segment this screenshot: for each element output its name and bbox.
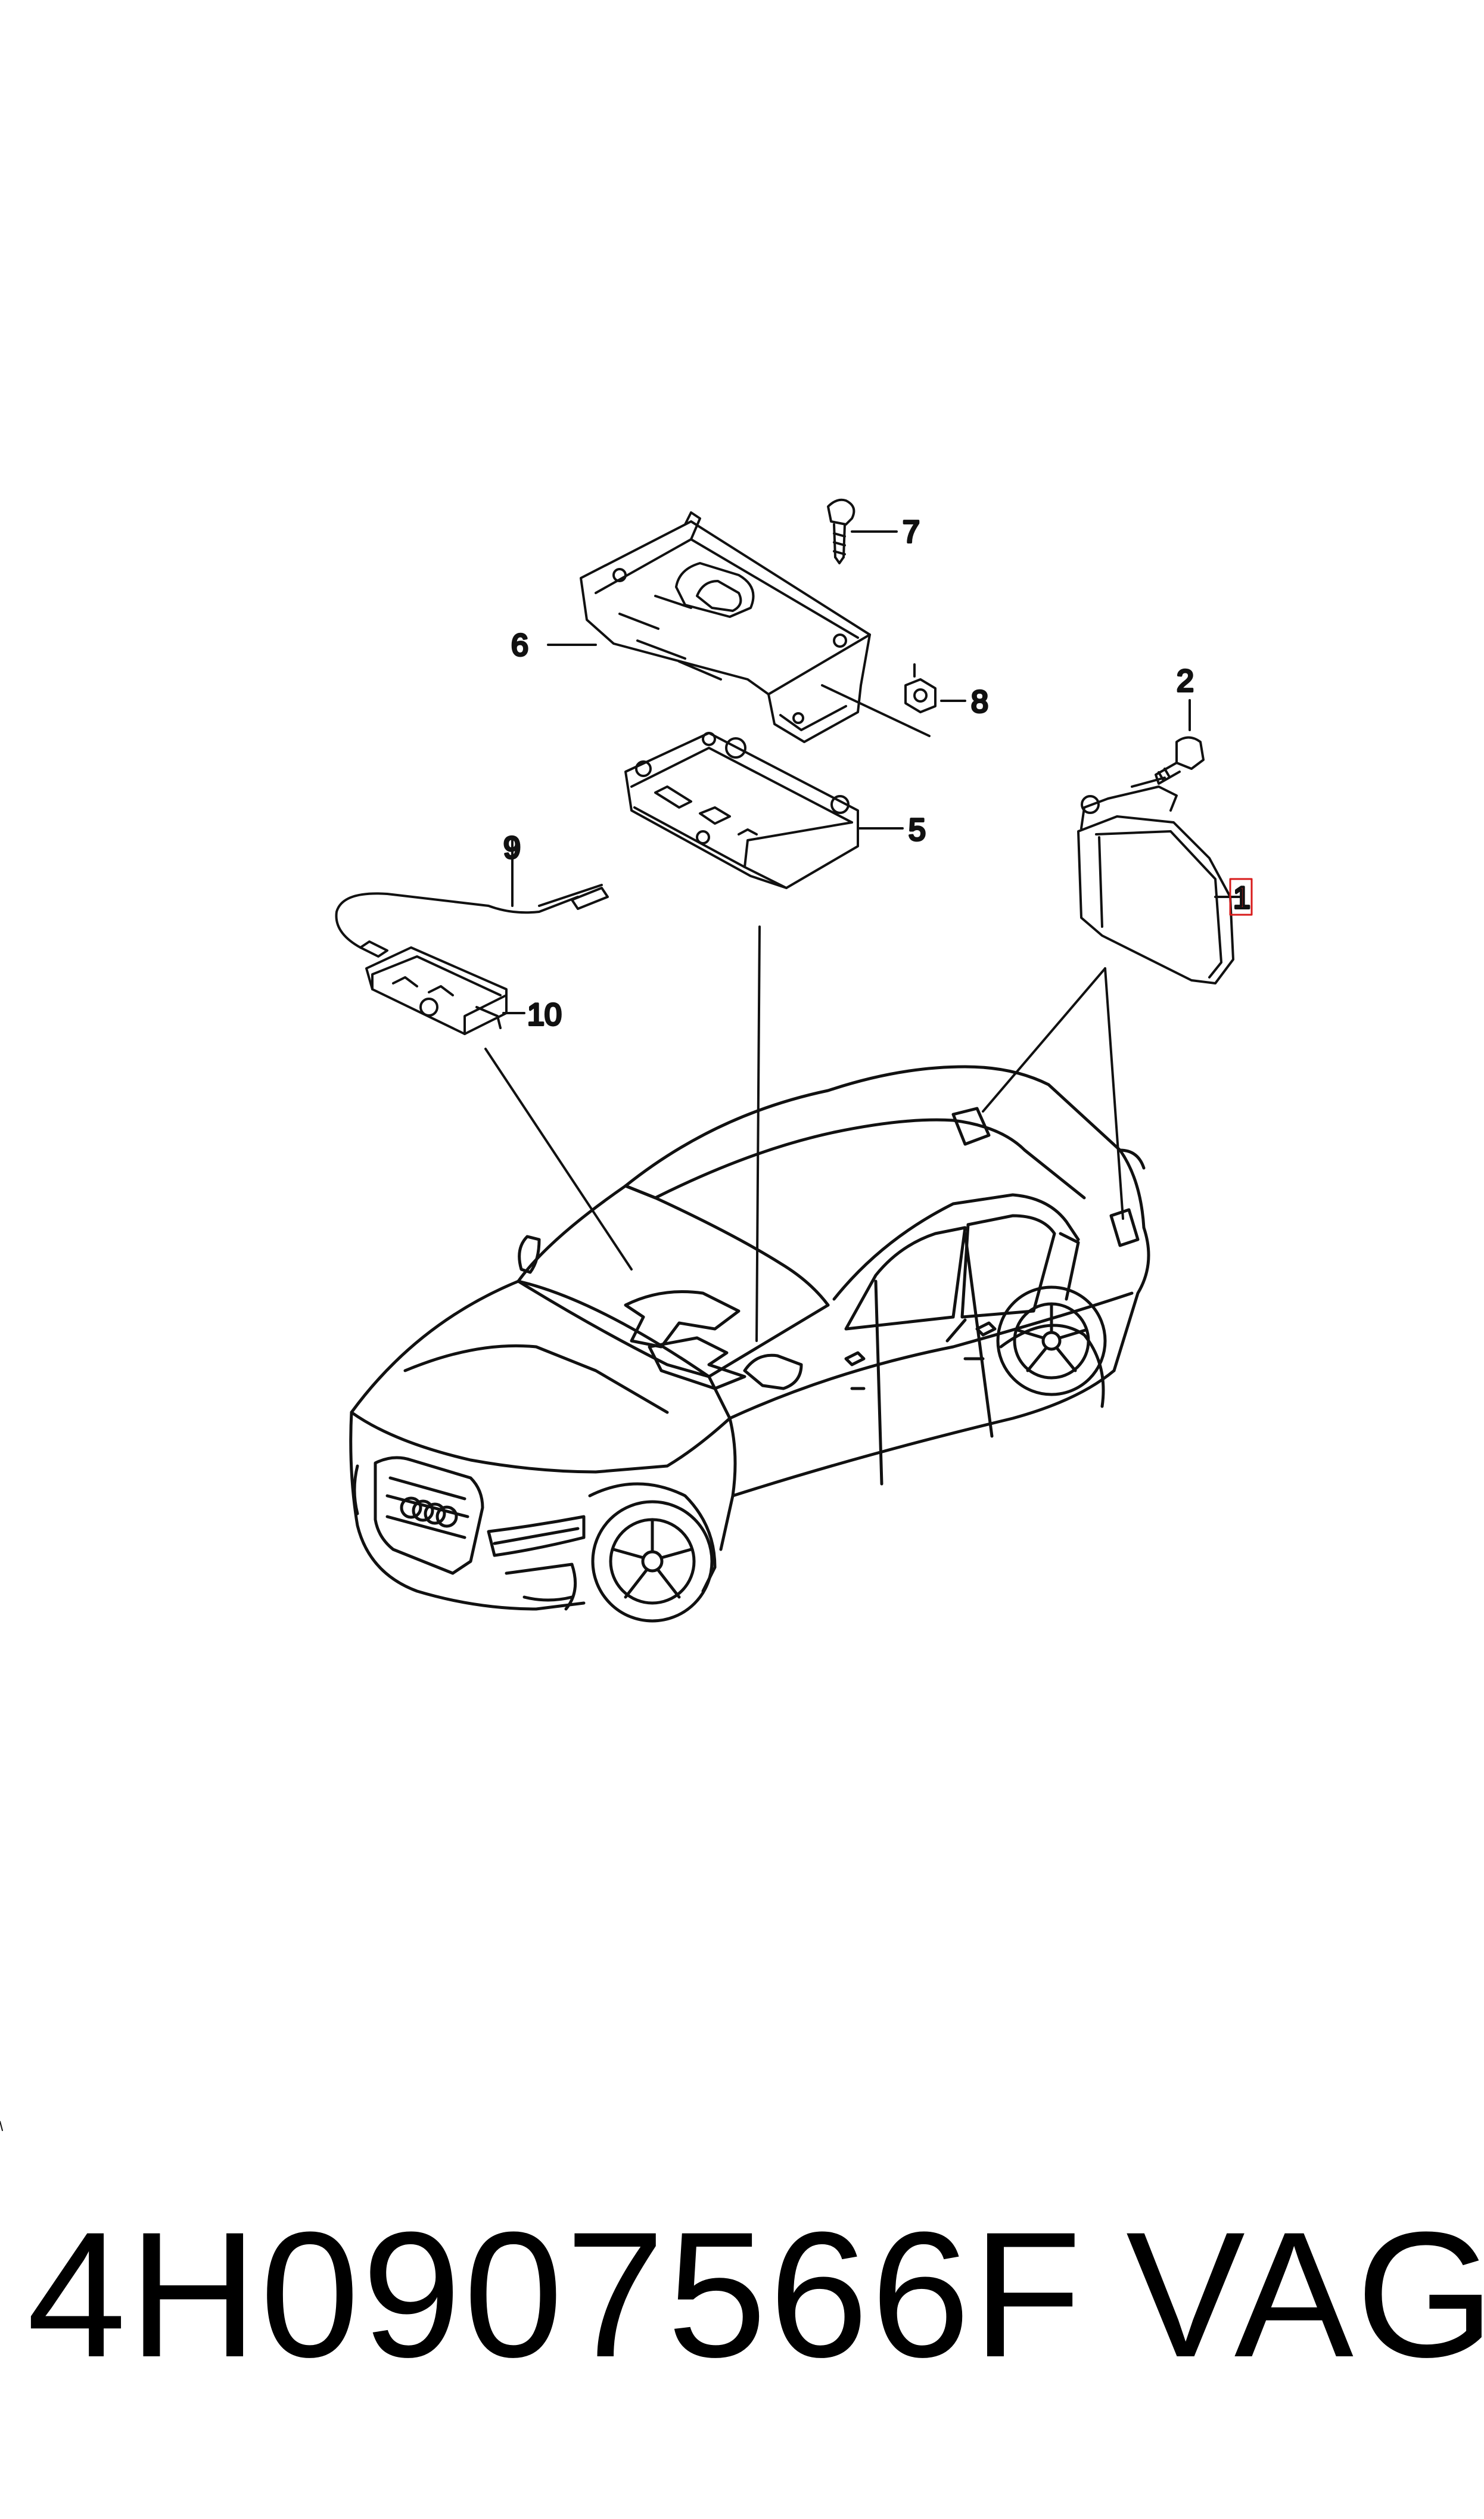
screw-2 xyxy=(1155,699,1205,785)
edge-mark xyxy=(0,2121,3,2131)
callout-9: 9 xyxy=(503,831,521,865)
car-illustration xyxy=(349,1065,1150,1623)
screw-7 xyxy=(827,498,855,564)
callout-1-highlight-box xyxy=(1229,878,1253,916)
callout-10: 10 xyxy=(527,998,562,1032)
control-module xyxy=(624,732,859,889)
callout-1: 1 xyxy=(1233,881,1250,915)
callout-5: 5 xyxy=(909,813,926,847)
brand-label: VAG xyxy=(1126,2194,1484,2394)
mounting-bracket xyxy=(580,511,931,743)
nut-8 xyxy=(904,663,937,713)
connector-module xyxy=(365,946,508,1035)
callout-8: 8 xyxy=(971,685,988,719)
module-box xyxy=(1077,776,1234,984)
part-number: 4H0907566F xyxy=(27,2194,1084,2394)
leader-lines xyxy=(484,530,1240,1342)
callout-2: 2 xyxy=(1177,664,1194,698)
callout-6: 6 xyxy=(511,628,528,663)
callout-7: 7 xyxy=(903,515,920,549)
cable-9 xyxy=(335,839,609,958)
